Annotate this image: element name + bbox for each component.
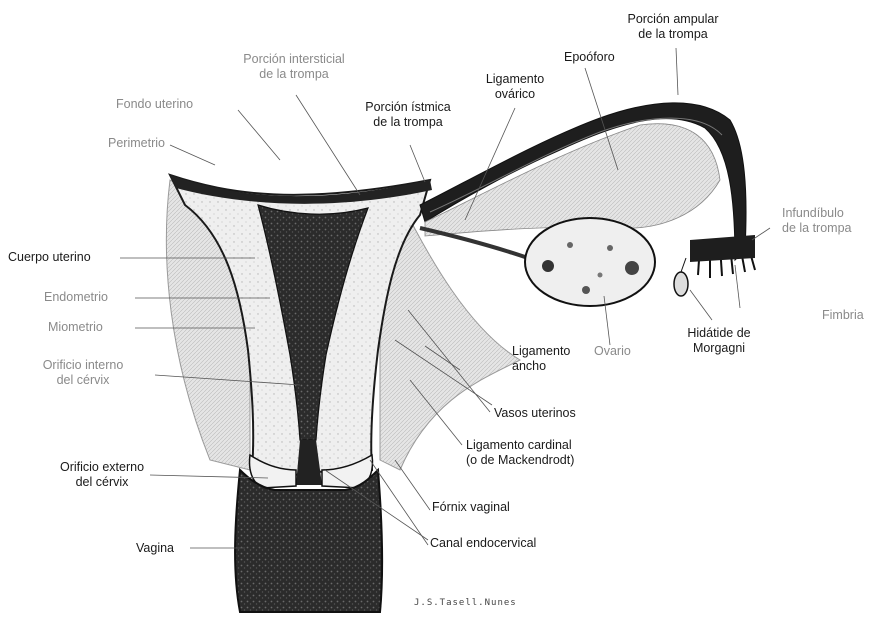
label-cuerpo-uterino: Cuerpo uterino <box>8 250 91 265</box>
label-fimbria: Fimbria <box>822 308 864 323</box>
label-porcion-ampular: Porción ampular de la trompa <box>618 12 728 42</box>
label-epooforo: Epoóforo <box>564 50 615 65</box>
label-ligamento-cardinal: Ligamento cardinal (o de Mackendrodt) <box>466 438 574 468</box>
artist-signature: J.S.Tasell.Nunes <box>414 598 517 608</box>
vagina <box>235 470 382 612</box>
label-vagina: Vagina <box>136 541 174 556</box>
label-ligamento-ancho: Ligamento ancho <box>512 344 570 374</box>
label-orificio-externo: Orificio externo del cérvix <box>40 460 164 490</box>
label-porcion-istmica: Porción ístmica de la trompa <box>352 100 464 130</box>
label-perimetrio: Perimetrio <box>108 136 165 151</box>
label-infundibulo: Infundíbulo de la trompa <box>782 206 851 236</box>
label-miometrio: Miometrio <box>48 320 103 335</box>
label-hidatide: Hidátide de Morgagni <box>674 326 764 356</box>
label-vasos-uterinos: Vasos uterinos <box>494 406 576 421</box>
label-endometrio: Endometrio <box>44 290 108 305</box>
label-ligamento-ovarico: Ligamento ovárico <box>478 72 552 102</box>
hydatid-morgagni <box>674 272 688 296</box>
label-porcion-intersticial: Porción intersticial de la trompa <box>226 52 362 82</box>
label-fornix-vaginal: Fórnix vaginal <box>432 500 510 515</box>
ovarian-ligament <box>420 228 528 258</box>
label-canal-endocervical: Canal endocervical <box>430 536 536 551</box>
label-ovario: Ovario <box>594 344 631 359</box>
label-fondo-uterino: Fondo uterino <box>116 97 193 112</box>
label-orificio-interno: Orificio interno del cérvix <box>24 358 142 388</box>
